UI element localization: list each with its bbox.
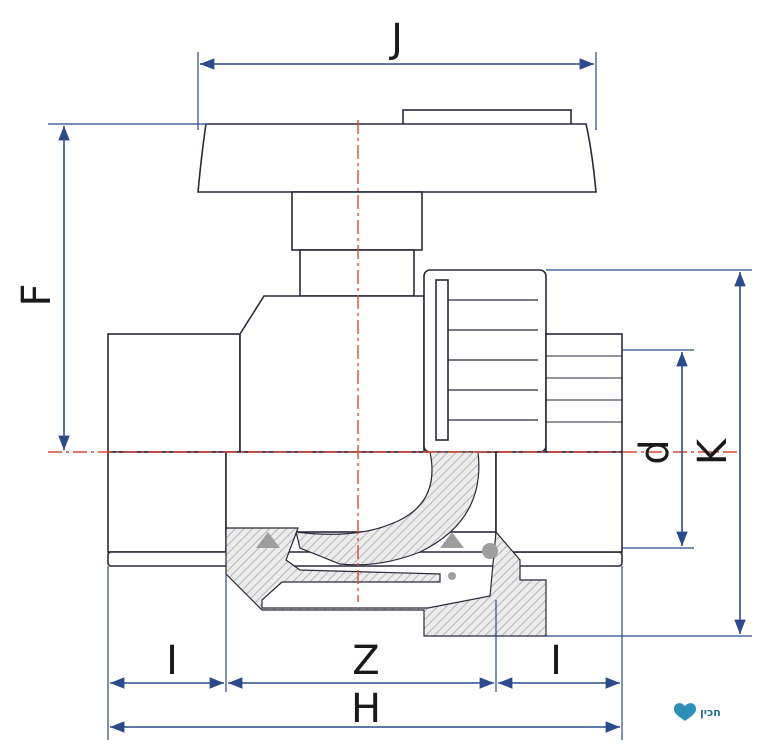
label-f: F [14, 283, 60, 306]
handle-bar [197, 123, 597, 193]
o-ring-small [448, 572, 456, 580]
dimension-f: F [14, 123, 210, 450]
right-end-ribs [546, 355, 622, 423]
stem-lower [299, 249, 415, 297]
stem-upper [291, 191, 423, 251]
dimension-d: d [622, 349, 694, 549]
label-j: J [388, 16, 403, 62]
left-socket-lower [107, 451, 227, 553]
dimension-i-z-i: I Z I [107, 566, 623, 740]
right-end-connector [545, 333, 623, 453]
label-i-right: I [550, 638, 562, 684]
right-socket-lower [495, 451, 623, 553]
left-socket-upper [107, 333, 241, 453]
seal-mid [440, 532, 464, 548]
dimension-k: K [546, 269, 752, 637]
valve-body [107, 269, 623, 567]
logo-text: חכין [700, 706, 721, 719]
o-ring-right [482, 543, 498, 559]
dimension-j: J [197, 16, 597, 130]
label-d: d [632, 439, 678, 464]
body-section [225, 527, 547, 637]
brand-logo: חכין [674, 703, 721, 721]
ball-section [295, 451, 480, 566]
label-k: K [690, 437, 736, 465]
union-nut-lip [435, 279, 449, 441]
dimension-h: H [110, 686, 620, 733]
seal-left [256, 532, 280, 548]
valve-stem [291, 191, 423, 297]
body-shoulder [239, 295, 425, 453]
section-cutaway [225, 451, 547, 637]
label-h: H [351, 686, 381, 732]
label-i-left: I [166, 638, 178, 684]
valve-handle [197, 109, 597, 193]
label-z: Z [352, 638, 379, 684]
union-nut-ribs [448, 299, 538, 421]
heart-icon [674, 703, 696, 721]
